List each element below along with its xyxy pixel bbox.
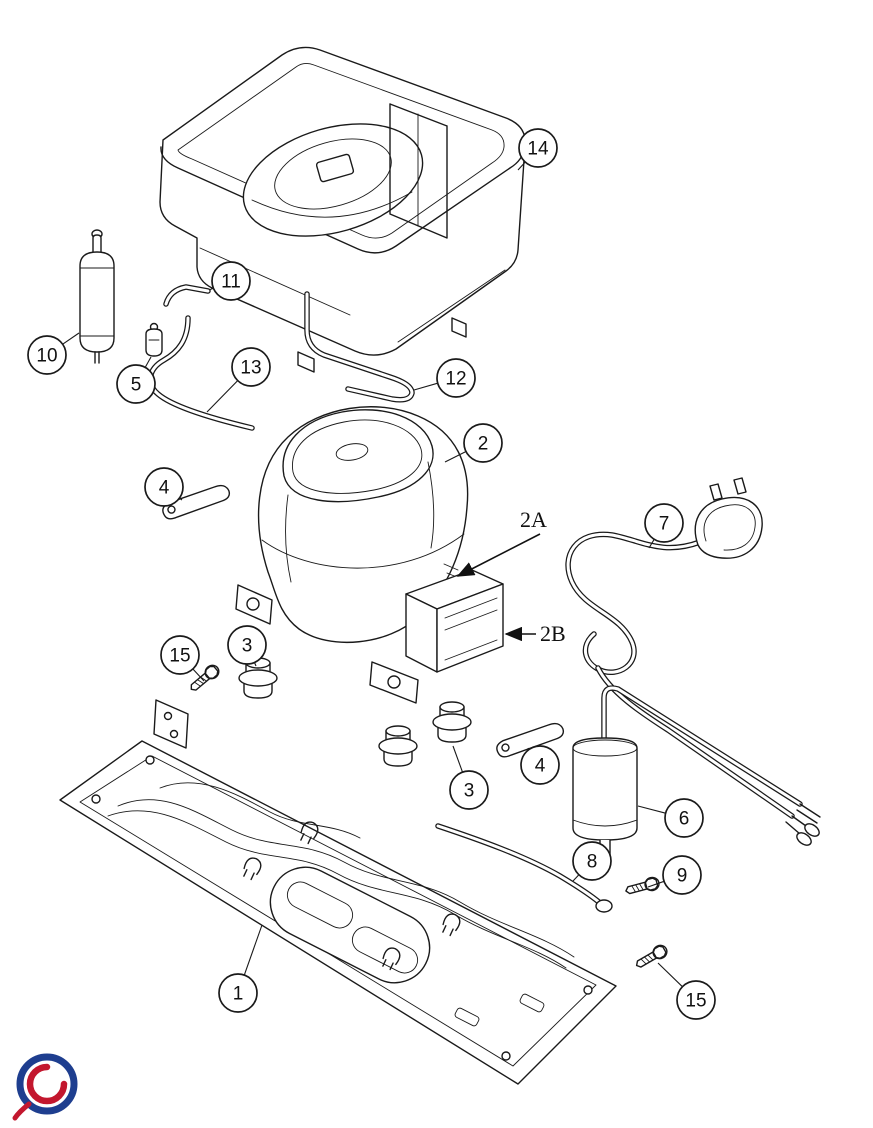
callout-leader-line <box>648 539 655 549</box>
callout-balloon <box>463 423 503 463</box>
callout-number: 5 <box>131 375 142 396</box>
part-screw <box>623 875 662 898</box>
part-power-cord <box>565 477 820 846</box>
callout-leader-line <box>413 382 438 391</box>
logo-tail <box>12 1101 32 1121</box>
callout-balloon <box>449 770 489 810</box>
callout-balloon <box>27 335 67 375</box>
callout-number: 13 <box>240 358 261 379</box>
callout-15: 15 <box>160 635 205 682</box>
callout-balloon <box>664 798 704 838</box>
callout-leader-line <box>517 161 526 171</box>
callout-balloon <box>518 128 558 168</box>
callout-number: 11 <box>221 272 241 293</box>
callout-3: 3 <box>449 745 489 810</box>
part-compressor <box>235 406 469 704</box>
callout-balloon <box>144 467 184 507</box>
callout-balloon <box>231 347 271 387</box>
part-grommet <box>378 725 418 767</box>
callout-number: 14 <box>527 139 549 160</box>
callout-number: 4 <box>535 756 546 777</box>
part-label-text: 2A <box>520 507 547 532</box>
callout-number: 8 <box>587 852 598 873</box>
callout-balloon <box>211 261 251 301</box>
callout-1: 1 <box>218 924 263 1013</box>
callout-balloon <box>644 503 684 543</box>
callout-balloon <box>218 973 258 1013</box>
part-tube-12 <box>304 291 415 403</box>
callout-6: 6 <box>637 798 704 838</box>
callout-12: 12 <box>413 358 476 398</box>
callout-balloon <box>160 635 200 675</box>
callout-number: 3 <box>464 781 475 802</box>
part-muffler <box>572 685 821 863</box>
callout-leader-line <box>444 451 467 463</box>
callout-leader-line <box>647 880 665 888</box>
callout-10: 10 <box>27 332 80 375</box>
part-grommet <box>432 701 472 743</box>
part-label-text: 2B <box>540 621 566 646</box>
part-base-plate <box>59 699 617 1085</box>
callout-number: 15 <box>169 646 190 667</box>
part-clamp <box>145 322 163 357</box>
part-evaporation-tray <box>159 46 526 373</box>
part-screw <box>632 942 671 972</box>
callout-leader-line <box>192 668 205 682</box>
callout-balloon <box>662 855 702 895</box>
callout-leader-line <box>637 805 666 814</box>
callout-number: 4 <box>159 478 170 499</box>
callout-leader-line <box>452 745 464 773</box>
callout-3: 3 <box>227 625 267 667</box>
callout-number: 10 <box>36 346 57 367</box>
callout-number: 15 <box>685 991 706 1012</box>
callout-8: 8 <box>572 841 612 882</box>
part-label-2A: 2A <box>456 507 547 577</box>
callout-balloon <box>676 980 716 1020</box>
label-arrow <box>456 533 541 577</box>
callout-leader-line <box>144 356 152 368</box>
brand-logo <box>12 1053 78 1121</box>
callout-5: 5 <box>116 356 156 404</box>
callout-number: 9 <box>677 866 688 887</box>
callout-balloon <box>436 358 476 398</box>
callout-leader-line <box>62 332 80 345</box>
part-label-2B: 2B <box>504 621 566 646</box>
callout-4: 4 <box>144 467 184 507</box>
callout-balloon <box>520 745 560 785</box>
logo-inner-swirl <box>26 1063 68 1105</box>
callout-7: 7 <box>644 503 684 549</box>
callout-leader-line <box>206 380 239 413</box>
callout-2: 2 <box>444 423 503 463</box>
callout-balloon <box>116 364 156 404</box>
part-tube-11 <box>163 284 211 307</box>
callout-number: 7 <box>659 514 670 535</box>
part-tube-8 <box>435 823 613 913</box>
callout-leader-line <box>657 962 683 988</box>
part-filter-drier <box>79 229 115 364</box>
callout-15: 15 <box>657 962 716 1020</box>
callout-14: 14 <box>517 128 558 171</box>
callout-11: 11 <box>208 261 251 301</box>
callout-leader-line <box>243 924 263 976</box>
part-relay-cover <box>405 569 504 673</box>
callout-13: 13 <box>206 347 271 413</box>
callout-number: 3 <box>242 636 253 657</box>
callout-layer: 14 11 10 5 13 12 2 4 7 15 3 3 4 6 8 9 1 15 <box>27 128 716 1020</box>
callout-number: 1 <box>233 984 244 1005</box>
callout-number: 6 <box>679 809 690 830</box>
callout-leader-line <box>572 874 580 882</box>
callout-4: 4 <box>520 745 560 785</box>
callout-9: 9 <box>647 855 702 895</box>
callout-balloon <box>227 625 267 665</box>
callout-balloon <box>572 841 612 881</box>
callout-number: 2 <box>478 434 489 455</box>
callout-number: 12 <box>445 369 466 390</box>
label-layer: 2A 2B <box>456 507 566 646</box>
